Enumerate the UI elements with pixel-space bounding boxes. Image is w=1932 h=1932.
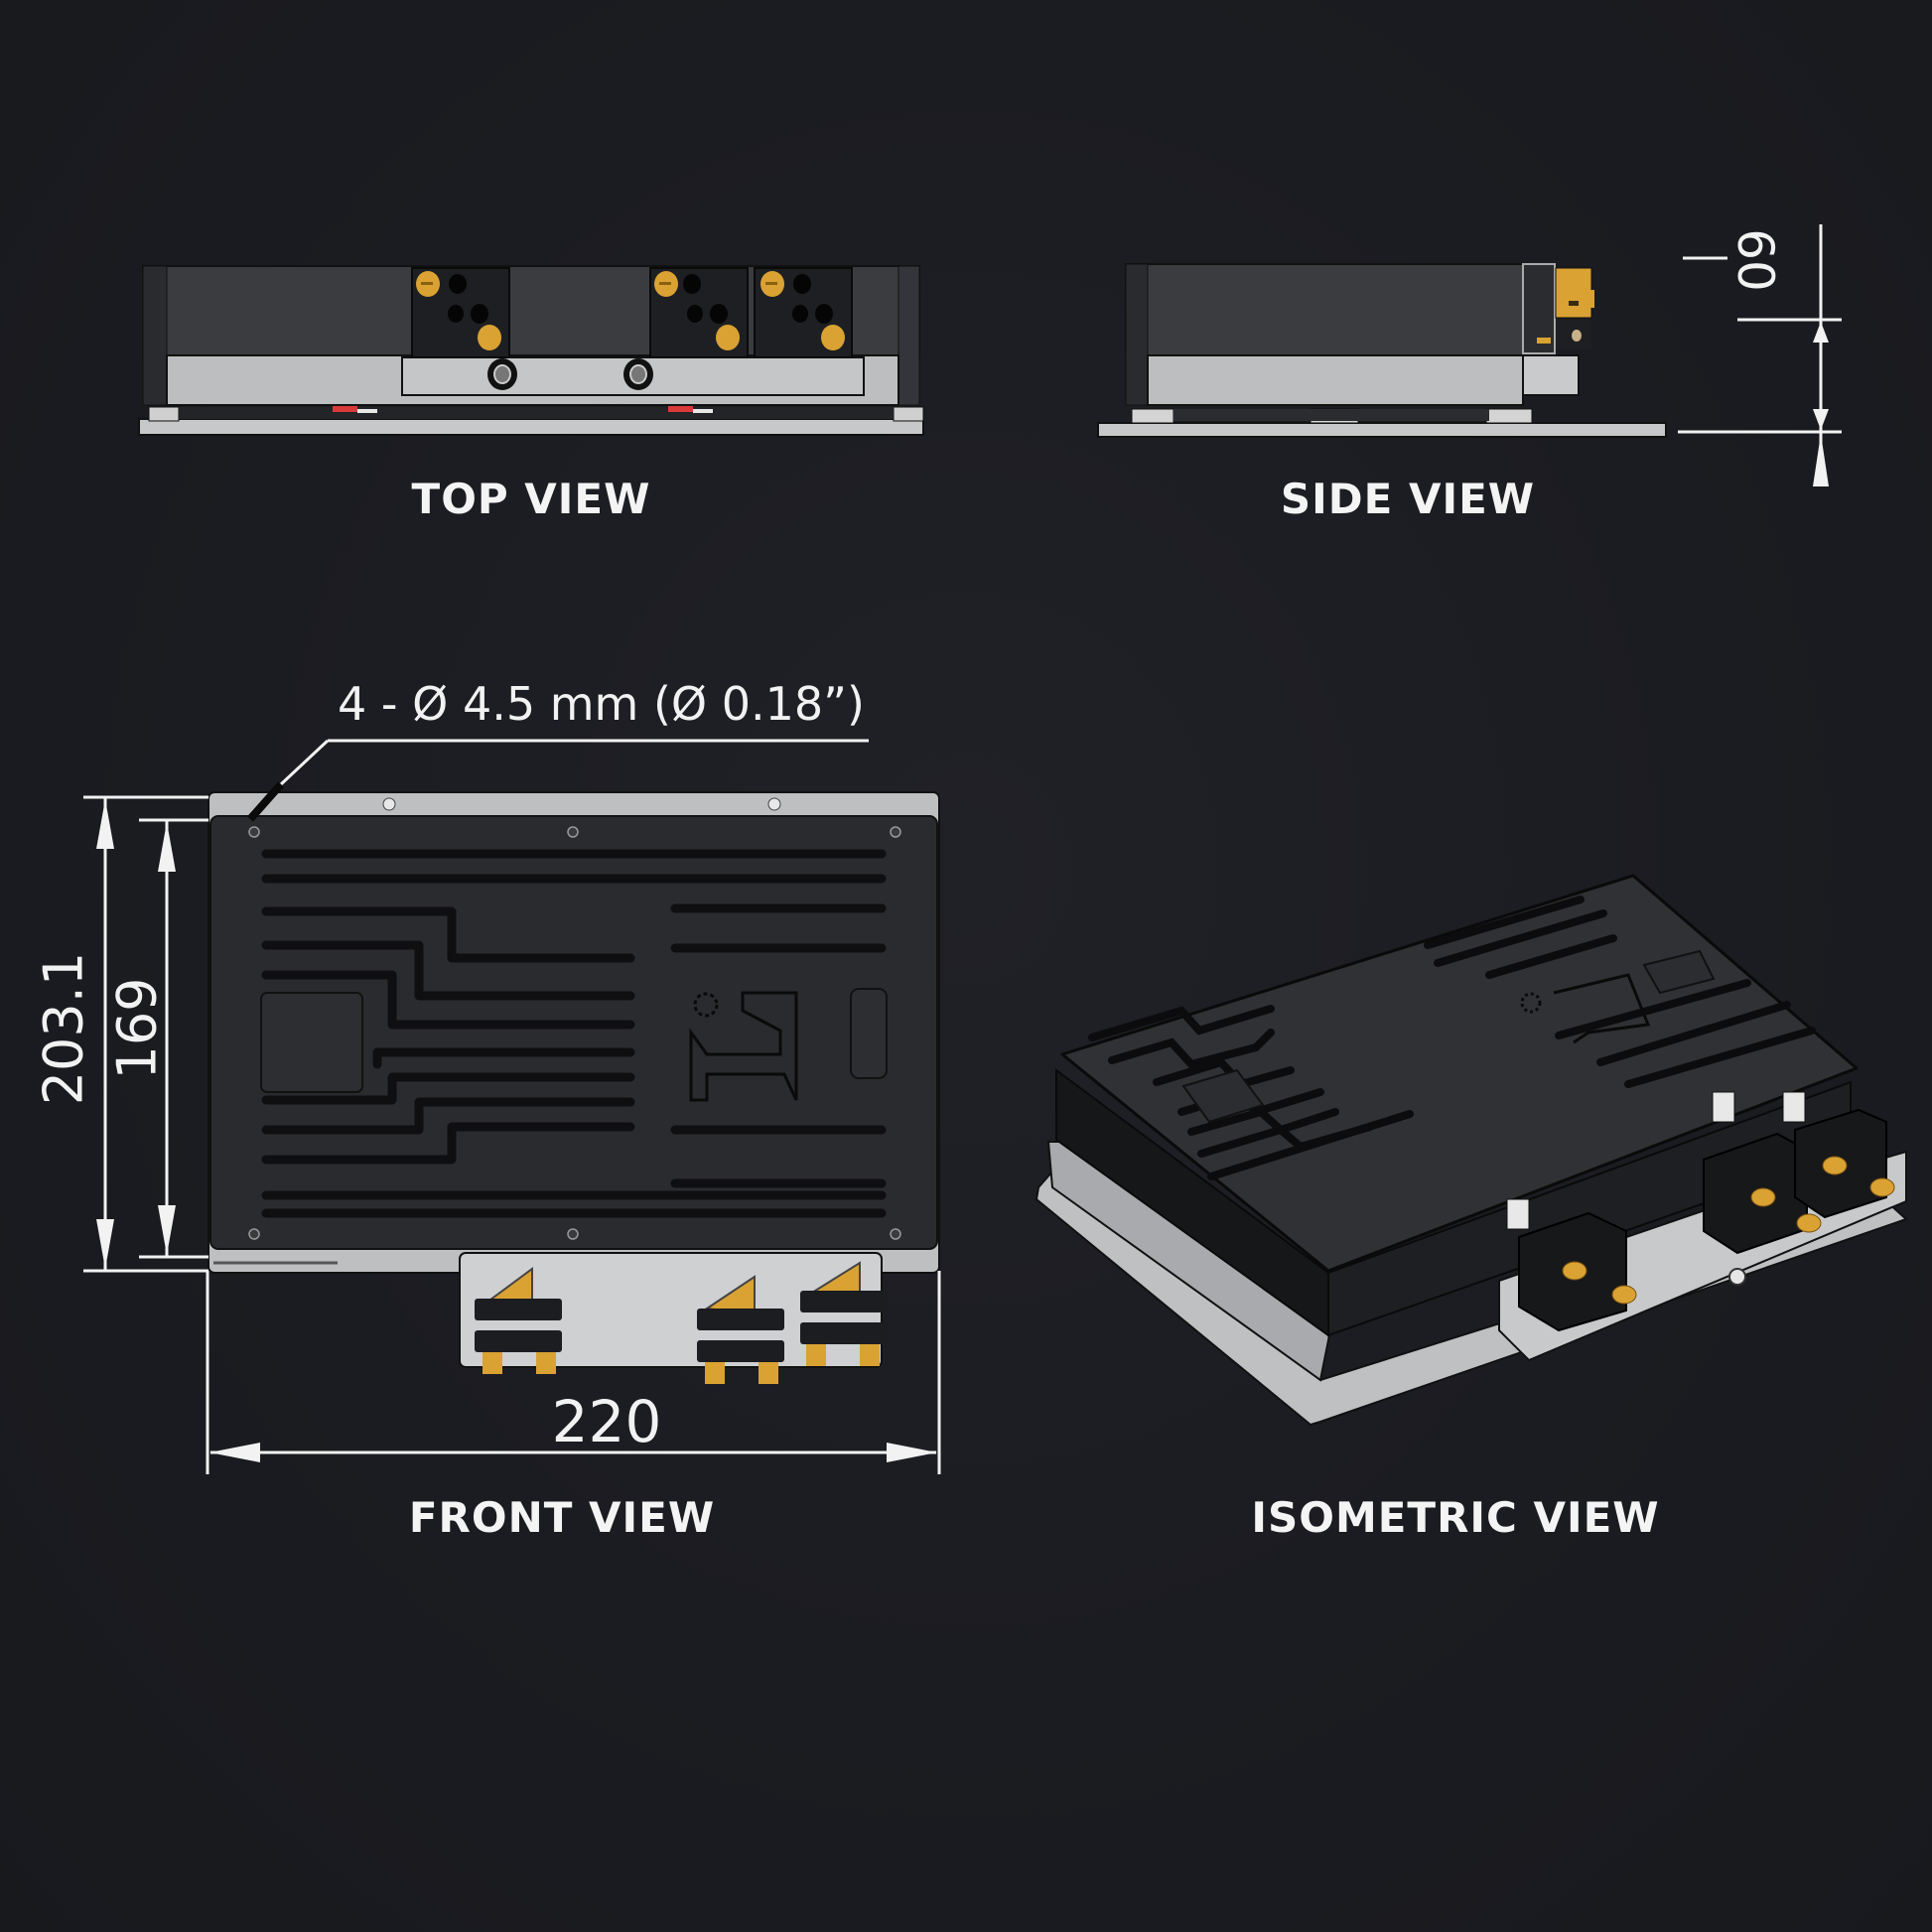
front-view-drawing xyxy=(83,739,941,1474)
side-view: 60 SIDE VIEW xyxy=(0,0,1932,556)
connector xyxy=(697,1275,784,1384)
hole-callout-leader xyxy=(247,739,869,822)
connector xyxy=(1703,1132,1822,1255)
height-dimension-lines xyxy=(83,795,208,1273)
connector xyxy=(1518,1211,1637,1332)
bolt-icon xyxy=(487,358,517,390)
height-dimension-60 xyxy=(1678,224,1842,486)
isometric-view-drawing xyxy=(1035,874,1908,1427)
width-dimension: 220 xyxy=(551,1388,662,1455)
red-marker xyxy=(333,406,357,412)
heatsink-grooves xyxy=(261,849,887,1218)
terminal-block xyxy=(754,267,853,358)
brand-logo-icon xyxy=(1520,973,1651,1044)
front-view-label: FRONT VIEW xyxy=(408,1493,716,1542)
top-view: TOP VIEW xyxy=(0,0,973,556)
connector xyxy=(1794,1108,1895,1219)
isometric-view-label: ISOMETRIC VIEW xyxy=(1251,1493,1660,1542)
side-view-label: SIDE VIEW xyxy=(1280,475,1536,523)
side-view-drawing xyxy=(1097,224,1842,486)
isometric-view: ISOMETRIC VIEW xyxy=(1035,874,1908,1542)
front-view: 4 - Ø 4.5 mm (Ø 0.18”) 203.1 169 220 FRO… xyxy=(0,0,993,1588)
top-view-label: TOP VIEW xyxy=(411,475,651,523)
hole-callout: 4 - Ø 4.5 mm (Ø 0.18”) xyxy=(338,677,865,731)
screw-icons xyxy=(248,826,901,1240)
width-dimension-lines xyxy=(206,1271,941,1474)
brand-logo-icon xyxy=(689,991,798,1102)
connector xyxy=(475,1267,562,1374)
connector xyxy=(800,1261,888,1366)
terminal-block xyxy=(649,267,749,358)
terminal-block xyxy=(411,267,510,358)
top-view-drawing xyxy=(138,265,924,436)
